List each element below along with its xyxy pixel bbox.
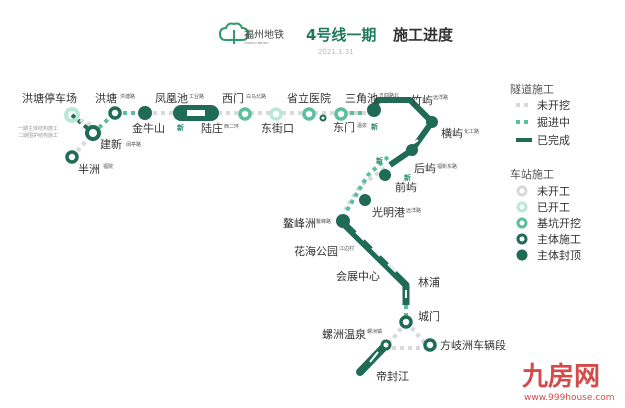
station-label: 横屿	[441, 126, 463, 140]
station-sublabel: 洪塘路	[120, 93, 135, 100]
watermark-brand: 九房网	[521, 362, 600, 392]
legend-capped-icon	[516, 249, 528, 261]
legend-label: 掘进中	[537, 115, 570, 129]
station-hongtang[interactable]	[108, 106, 122, 120]
station-label: 省立医院	[287, 91, 331, 105]
legend-label: 未开挖	[537, 98, 570, 112]
line-title: 4号线一期	[306, 26, 376, 44]
station-label: 螺洲温泉	[322, 327, 366, 341]
station-label: 建新	[100, 137, 122, 151]
legend-main-structure-icon	[516, 233, 528, 245]
progress-title: 施工进度	[393, 26, 454, 44]
station-labels: 洪塘停车场 洪塘 洪塘路 建新 阔亭路 半洲 福院 金牛山 凤凰池 工业路 陆庄…	[18, 91, 506, 383]
station-label: 陆庄	[201, 121, 223, 135]
station-fangqizhou-depot[interactable]	[423, 338, 437, 352]
station-label: 竹屿	[411, 93, 433, 107]
logo-text: 福州地铁	[244, 28, 284, 41]
station-sublabel: 鳌峰路	[316, 218, 331, 225]
tunnel-completed	[340, 220, 410, 305]
station-sublabel: 福院	[103, 163, 113, 170]
station-label: 凤凰池	[155, 92, 188, 105]
legend: 隧道施工 未开挖 掘进中 已完成 车站施工 未开工 已开工 基坑开挖 主体施工 …	[510, 82, 581, 262]
new-tag: 新	[376, 156, 383, 165]
tunnel-completed	[369, 97, 435, 168]
station-label: 半洲	[78, 162, 100, 176]
legend-station-title: 车站施工	[510, 167, 554, 181]
station-qianyu[interactable]	[379, 169, 391, 181]
legend-label: 已开工	[537, 201, 570, 214]
station-inner-mark	[187, 110, 205, 116]
station-label: 西门	[222, 91, 244, 105]
station-sublabel: 西二环	[224, 124, 239, 130]
legend-pit-icon	[516, 217, 528, 229]
station-dongjiekou[interactable]	[269, 107, 283, 121]
station-jinniushan[interactable]	[138, 106, 152, 120]
legend-label: 主体施工	[537, 232, 581, 246]
station-sublabel: 五四路北	[379, 92, 399, 99]
station-label: 花海公园	[294, 244, 338, 258]
station-label: 后屿	[414, 162, 436, 175]
station-label: 城门	[418, 309, 440, 323]
logo-subtext: FUZHOU METRO	[244, 41, 269, 45]
station-jianxin[interactable]	[85, 125, 101, 141]
station-label: 鳌峰洲	[283, 216, 316, 230]
legend-label: 主体封顶	[537, 248, 581, 262]
station-sublabel: 螺洲镇	[367, 328, 382, 335]
station-sublabel: 温泉	[357, 122, 367, 129]
station-chengmen[interactable]	[399, 315, 413, 329]
station-label: 东街口	[261, 121, 294, 135]
legend-label: 未开工	[537, 185, 570, 198]
legend-started-icon	[516, 201, 528, 213]
new-tag: 新	[177, 123, 184, 132]
watermark-url: www.999house.com	[524, 393, 615, 403]
station-sanjiaochi[interactable]	[367, 103, 381, 117]
station-sublabel: 阔亭路	[126, 141, 141, 148]
station-houyu[interactable]	[406, 144, 418, 156]
station-sublabel: 化工路	[464, 128, 479, 135]
station-sublabel: 白马北路	[246, 93, 266, 100]
station-label: 方岐洲车辆段	[440, 338, 506, 352]
station-guangminggang[interactable]	[359, 194, 371, 206]
station-hengyu[interactable]	[426, 116, 438, 128]
watermark: 九房网 www.999house.com	[521, 362, 615, 403]
station-aofengzhou[interactable]	[336, 214, 350, 228]
stations	[64, 103, 438, 352]
depot-note: 一期主体结构施工	[18, 125, 58, 132]
station-label: 三角池	[345, 92, 378, 105]
station-sublabel: 福新东路	[437, 163, 457, 170]
legend-label: 已完成	[537, 133, 570, 147]
header: 福州地铁 FUZHOU METRO 4号线一期 施工进度 2021.1.31	[218, 22, 454, 56]
station-hongtang-depot[interactable]	[64, 107, 80, 123]
legend-label: 基坑开挖	[537, 216, 581, 230]
new-tag: 新	[404, 173, 411, 182]
station-shengli-hospital[interactable]	[302, 107, 316, 121]
station-label: 林浦	[418, 275, 440, 289]
new-tag: 新	[371, 122, 378, 131]
station-ximen[interactable]	[238, 107, 252, 121]
station-luozhou-hotspring[interactable]	[380, 339, 392, 351]
fuzhou-metro-logo: 福州地铁 FUZHOU METRO	[218, 22, 284, 45]
tunnel-not-started	[404, 320, 430, 347]
station-sublabel: 远洋路	[433, 94, 448, 101]
station-label: 光明港	[372, 205, 405, 219]
depot-note: 二期围护结构施工	[18, 132, 58, 139]
station-label: 洪塘停车场	[22, 91, 77, 105]
station-sublabel: 江边村	[339, 245, 354, 252]
legend-tunnel-title: 隧道施工	[510, 82, 554, 96]
station-label: 东门	[333, 120, 355, 134]
station-small-marker	[319, 114, 327, 122]
station-banzhou[interactable]	[65, 150, 79, 164]
station-label: 帝封江	[376, 369, 409, 383]
station-label: 洪塘	[95, 91, 117, 105]
station-label: 金牛山	[132, 121, 165, 135]
station-sublabel: 工业路	[189, 93, 204, 100]
station-sublabel: 远洋路	[406, 207, 421, 214]
station-label: 会展中心	[336, 270, 380, 283]
date-label: 2021.1.31	[318, 48, 354, 56]
tunnel-tunneling	[344, 155, 390, 214]
legend-not-started-icon	[516, 185, 528, 197]
station-label: 前屿	[395, 180, 417, 194]
station-dongmen[interactable]	[334, 107, 348, 121]
